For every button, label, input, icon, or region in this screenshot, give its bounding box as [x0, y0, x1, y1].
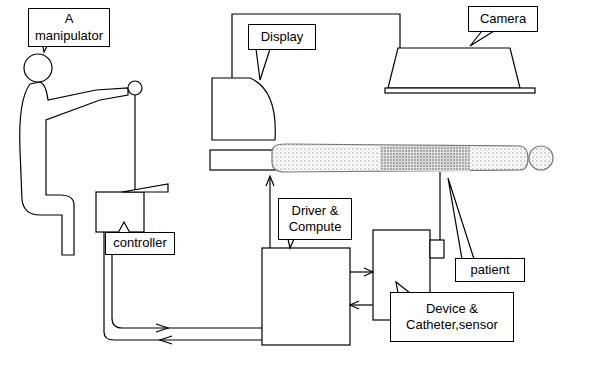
arrowhead [160, 336, 172, 344]
wire [350, 304, 373, 305]
wire [350, 271, 373, 272]
arrowhead [156, 324, 168, 332]
arrowhead [266, 176, 274, 186]
camera-device [385, 48, 535, 93]
callout-label: Display [261, 29, 304, 45]
callout-box: Driver & Compute [278, 198, 352, 240]
arrowhead [364, 268, 373, 276]
callout-label: Driver & Compute [283, 203, 347, 236]
controller-device [96, 184, 168, 232]
callout-label: patient [470, 262, 509, 278]
callout-box: Display [248, 24, 316, 50]
callout-box: Device & Catheter,sensor [390, 292, 514, 342]
person-figure [20, 54, 142, 255]
wire [104, 232, 262, 340]
callout-box: patient [455, 258, 525, 282]
callout-box: controller [105, 232, 175, 255]
wire [232, 14, 400, 78]
callout-label: A manipulator [33, 11, 105, 44]
display-monitor [210, 78, 275, 170]
callout-label: Camera [480, 11, 526, 27]
callout-box: A manipulator [28, 8, 110, 47]
callout-label: Device & Catheter,sensor [395, 301, 509, 334]
callout-label: controller [113, 235, 166, 251]
wire [439, 172, 440, 240]
arrowhead [350, 301, 359, 309]
callout-pointer [40, 31, 494, 293]
wire [269, 178, 270, 248]
wire [112, 232, 262, 328]
driver-box [262, 248, 350, 345]
callout-box: Camera [468, 6, 538, 32]
patient-figure [272, 144, 553, 172]
